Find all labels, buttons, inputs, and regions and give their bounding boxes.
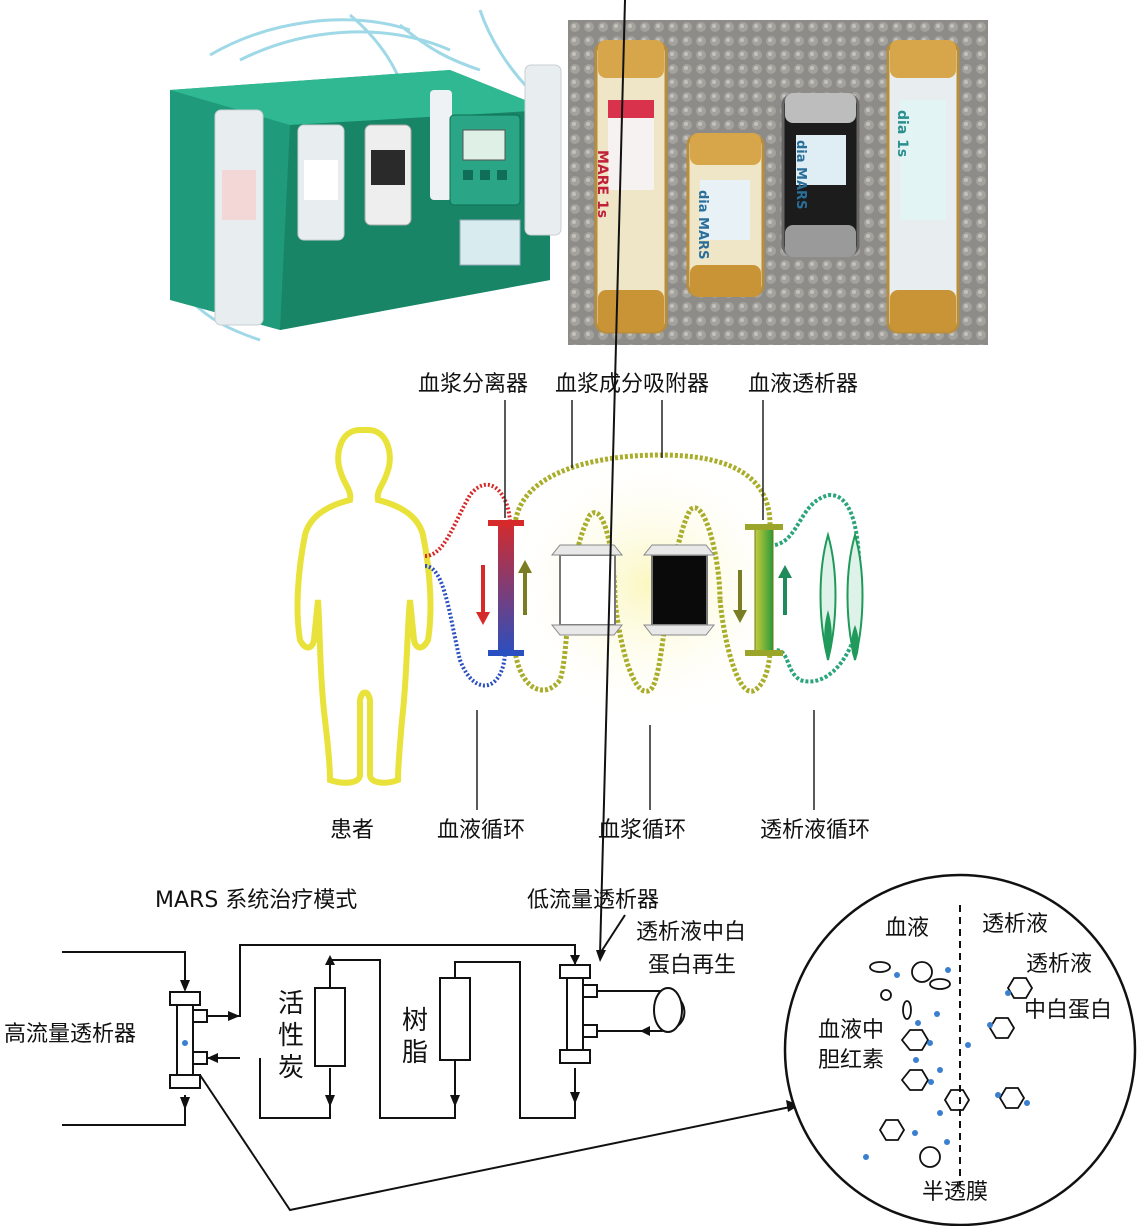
label-activated-charcoal: 活性炭 <box>277 989 304 1083</box>
resin-adsorber <box>651 554 708 626</box>
cartridges-photo: MARE 1s dia MARS dia MARS dia 1s <box>568 20 988 345</box>
label-blood-bilirubin-2: 胆红素 <box>818 1048 885 1073</box>
charcoal-adsorber <box>559 554 616 626</box>
label-plasma-separator: 血浆分离器 <box>418 372 529 397</box>
label-resin: 树脂 <box>401 1006 428 1068</box>
schematic-title: MARS 系统治疗模式 <box>155 888 358 913</box>
blood-circuit-venous <box>424 564 507 688</box>
hemodialyzer <box>754 527 774 655</box>
mars-machine-photo <box>150 0 570 355</box>
plasma-circuit <box>512 452 773 694</box>
label-hemodialyzer: 血液透析器 <box>748 372 859 397</box>
label-blood-bilirubin-1: 血液中 <box>818 1018 885 1043</box>
mars-schematic-lines <box>62 0 801 1212</box>
label-plasma-circuit: 血浆循环 <box>598 818 687 843</box>
label-dialysate-top: 透析液 <box>982 912 1049 937</box>
label-adsorber: 血浆成分吸附器 <box>555 372 710 397</box>
label-dialysate: 透析液 <box>1026 952 1093 977</box>
label-albumin-regen-1: 透析液中白 <box>636 920 747 945</box>
label-albumin-regen-2: 蛋白再生 <box>648 953 737 978</box>
molecules <box>869 961 1034 1168</box>
plasma-glow <box>500 445 800 725</box>
label-blood: 血液 <box>885 916 930 941</box>
up-arrow-green <box>778 565 792 578</box>
label-high-flux-dialyzer: 高流量透析器 <box>4 1022 137 1047</box>
bilirubin-dots <box>863 967 1030 1160</box>
plasma-separator <box>498 520 514 655</box>
label-low-flux-dialyzer: 低流量透析器 <box>527 888 660 913</box>
dialysate-circuit <box>774 492 863 684</box>
label-albumin: 中白蛋白 <box>1024 998 1113 1023</box>
label-semipermeable-membrane: 半透膜 <box>922 1180 989 1205</box>
label-blood-circuit: 血液循环 <box>437 818 526 843</box>
down-arrow-olive <box>733 610 747 623</box>
up-arrow-olive <box>518 560 532 573</box>
patient-silhouette <box>294 427 434 786</box>
label-patient: 患者 <box>330 818 375 843</box>
label-dialysate-circuit: 透析液循环 <box>760 818 871 843</box>
